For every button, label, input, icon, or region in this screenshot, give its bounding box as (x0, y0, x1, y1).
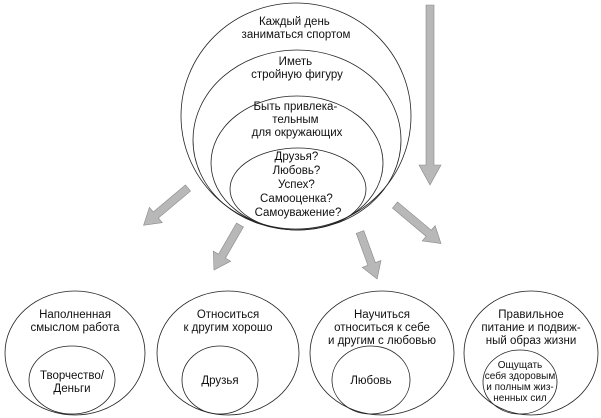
top-nested-circles: Каждый день заниматься спортом Иметь стр… (180, 2, 412, 231)
arrow-icon-to-work (143, 184, 191, 226)
inner-circle (28, 345, 116, 415)
down-arrow-icon (418, 4, 442, 186)
level2-text: Иметь стройную фигуру (251, 56, 343, 81)
circle-level-4 (229, 147, 367, 231)
level4-text: Друзья? Любовь? Успех? Самооценка? Самоу… (255, 151, 342, 219)
arrow-icon-to-love (355, 230, 382, 280)
arrow-icon-to-friends (213, 222, 244, 271)
arrow-icon-to-health (392, 201, 442, 244)
svg-text:Любовь: Любовь (350, 375, 391, 387)
level3-text: Быть привлека- тельным для окружающих (252, 101, 343, 139)
diagonal-arrows (143, 184, 442, 280)
inner-circle (181, 345, 259, 415)
level1-text: Каждый день заниматься спортом (242, 16, 351, 41)
inner-circle (482, 349, 558, 415)
svg-text:Друзья: Друзья (201, 375, 238, 387)
svg-text:Творчество/Деньги: Творчество/Деньги (40, 370, 105, 395)
inner-circle (331, 345, 411, 415)
circle-level-1 (180, 2, 412, 230)
